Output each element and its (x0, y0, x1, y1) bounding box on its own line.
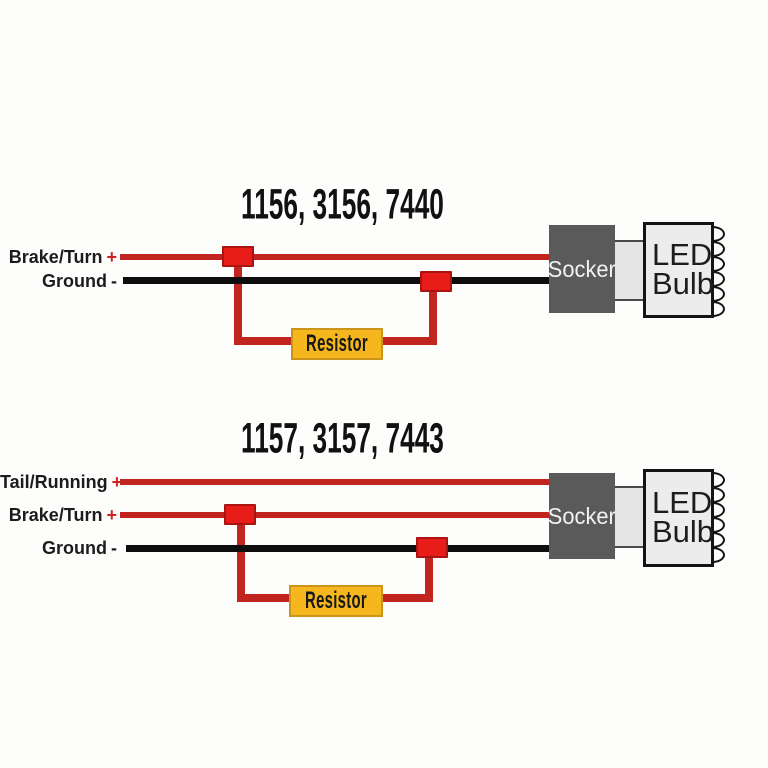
diagram2-title: 1157, 3157, 7443 (240, 414, 444, 462)
led-bulb-box: LED Bulb (643, 469, 714, 567)
socket-bulb-connector (613, 240, 645, 301)
tail-running-wire (120, 479, 549, 485)
tap-connector-ground (416, 537, 448, 558)
resistor-wire-right-horizontal (379, 594, 433, 602)
brake-turn-wire (120, 512, 549, 518)
resistor-wire-right-vertical (429, 284, 437, 345)
plus-sign: + (106, 247, 117, 267)
diagram1-title: 1156, 3156, 7440 (240, 180, 444, 228)
tap-connector-brake-turn (222, 246, 254, 267)
resistor-wire-left-vertical (237, 516, 245, 602)
diagram1-ground-label: Ground- (42, 271, 117, 291)
minus-sign: - (111, 271, 117, 291)
diagram2-brake-turn-label: Brake/Turn+ (8, 505, 117, 525)
bulb-led-scallops (711, 472, 725, 563)
resistor-box: Resistor (291, 328, 383, 360)
diagram2-ground-label: Ground- (42, 538, 117, 558)
resistor-wire-left-horizontal (237, 594, 293, 602)
socket-box: Socker (548, 473, 616, 559)
bulb-led-scallops (711, 226, 725, 317)
tap-connector-ground (420, 271, 452, 292)
tap-connector-brake-turn (224, 504, 256, 525)
resistor-box: Resistor (289, 585, 383, 617)
socket-box: Socker (548, 225, 616, 313)
ground-wire (123, 277, 549, 284)
socket-bulb-connector (613, 486, 645, 548)
resistor-wire-right-vertical (425, 553, 433, 602)
ground-wire (126, 545, 549, 552)
plus-sign: + (106, 505, 117, 525)
scallop-bump (711, 301, 725, 317)
resistor-wire-left-horizontal (234, 337, 294, 345)
diagram1-brake-turn-label: Brake/Turn+ (8, 247, 117, 267)
led-bulb-box: LED Bulb (643, 222, 714, 318)
scallop-bump (711, 547, 725, 563)
plus-sign: + (111, 472, 123, 492)
minus-sign: - (111, 538, 117, 558)
resistor-wire-left-vertical (234, 258, 242, 345)
diagram2-tail-running-label: Tail/Running+ (0, 472, 123, 492)
brake-turn-wire (120, 254, 549, 260)
resistor-wire-right-horizontal (381, 337, 437, 345)
